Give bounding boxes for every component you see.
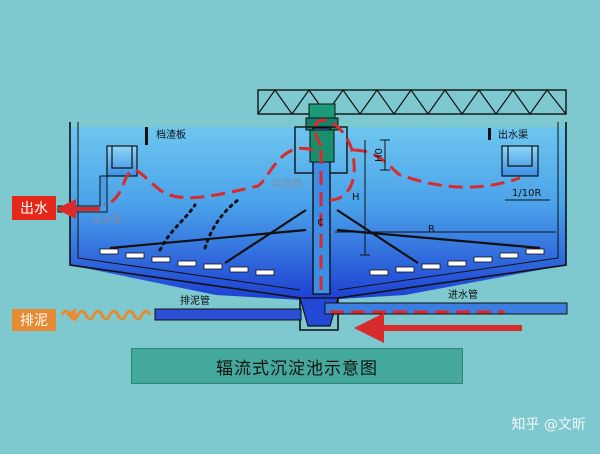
outlet-channel-left-lip — [111, 146, 133, 169]
sludge-pipe — [154, 308, 302, 321]
bridge-truss — [257, 88, 567, 116]
center-shaft — [312, 127, 331, 295]
guide-cylinder-label: 导流筒 — [272, 177, 302, 190]
flow-path — [103, 118, 521, 314]
caption-box: 辐流式沉淀池示意图 — [131, 348, 463, 384]
outlet-channel-label: 出水渠 — [498, 128, 528, 141]
dimension-h-label: H — [352, 192, 360, 203]
tank-wall-outer — [77, 122, 559, 291]
outlet-water-tag: 出水 — [12, 196, 56, 220]
scraper-blades — [99, 248, 545, 276]
diagram-caption: 辐流式沉淀池示意图 — [216, 358, 378, 379]
center-mark: ¢ — [317, 215, 324, 228]
sludge-trails — [158, 198, 240, 252]
inlet-pipe-label: 进水管 — [448, 288, 478, 301]
sludge-spring — [60, 309, 152, 321]
watermark: 知乎 @文昕 — [511, 417, 586, 433]
dimension-r-label: R — [428, 224, 435, 235]
scum-baffle-label: 档渣板 — [156, 128, 186, 141]
sludge-pipe-label: 排泥管 — [180, 294, 210, 307]
tank-wall — [69, 122, 567, 331]
outlet-channel-baffle — [488, 128, 491, 140]
inlet-pipe — [324, 302, 568, 315]
sludge-discharge-tag: 排泥 — [12, 309, 56, 331]
dimension-r-tenth-label: 1/10R — [512, 188, 541, 199]
dimension-lines — [335, 139, 556, 256]
dimension-h0-label: H0 — [374, 148, 385, 162]
drive-motor — [308, 103, 336, 119]
outlet-channel-right-lip — [507, 146, 533, 167]
sludge-arrow — [66, 308, 76, 322]
scum-baffle — [145, 127, 148, 145]
outlet-pipe-label: 出水管 — [92, 213, 122, 226]
